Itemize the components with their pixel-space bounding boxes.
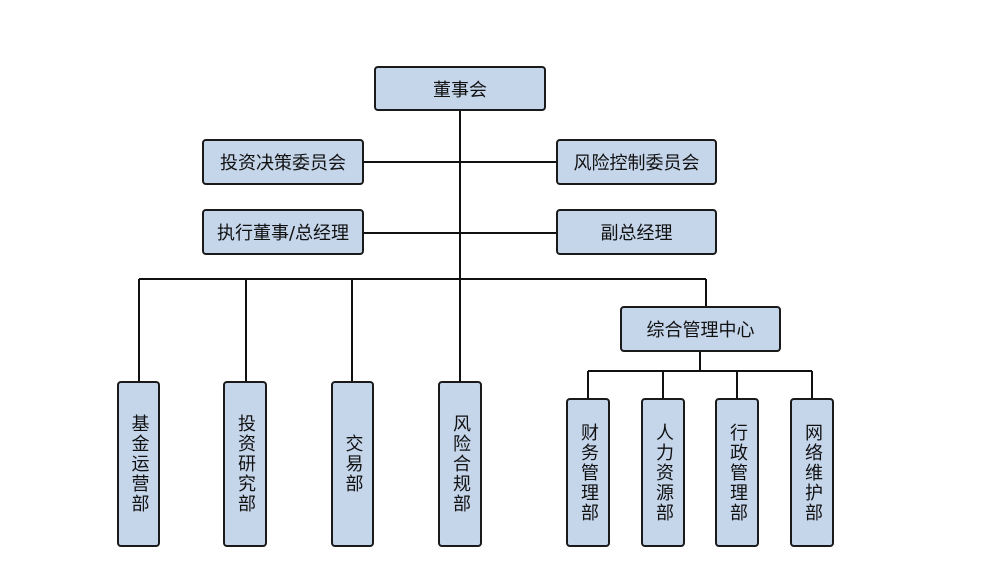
trading-box: 交易部 (331, 381, 374, 547)
it-box: 网络维护部 (790, 398, 834, 547)
executive-box: 执行董事/总经理 (202, 209, 364, 255)
finance-box: 财务管理部 (566, 398, 610, 547)
admin-center-box: 综合管理中心 (620, 306, 781, 352)
invest-committee-box: 投资决策委员会 (202, 139, 364, 185)
research-box: 投资研究部 (223, 381, 267, 547)
fund-ops-box: 基金运营部 (117, 381, 160, 547)
compliance-box: 风险合规部 (438, 381, 482, 547)
hr-box: 人力资源部 (641, 398, 685, 547)
risk-committee-box: 风险控制委员会 (556, 139, 717, 185)
board-box: 董事会 (374, 66, 546, 111)
admin-box: 行政管理部 (715, 398, 759, 547)
deputy-gm-box: 副总经理 (556, 209, 717, 255)
